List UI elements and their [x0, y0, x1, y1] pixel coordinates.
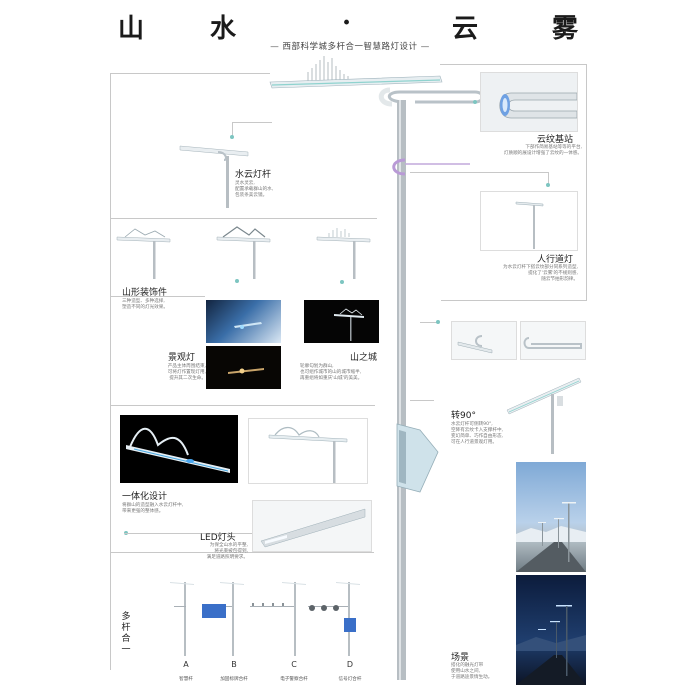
- title-char: 山: [118, 14, 145, 44]
- scene-photo-night: [516, 575, 586, 685]
- frame-left: [110, 73, 111, 670]
- pole-letter-a: A: [183, 660, 189, 669]
- integrated-design-render: [248, 418, 368, 484]
- pole-name-c: 电子警察合杆: [280, 677, 308, 682]
- connector-dot: [546, 183, 550, 187]
- connector-dot: [436, 320, 440, 324]
- divider-3: [110, 405, 375, 406]
- connector-dot: [340, 280, 344, 284]
- rotate-desc: 水云灯杆可侧转90°, 空降有云纹卡入支撑杆中, 变幻简单、巧作自由形态, 可在…: [451, 422, 503, 445]
- cloud-station-image: [480, 72, 578, 132]
- led-head-desc: 为保全山水的平整, 将光束被包得到, 满足道路照明要求。: [206, 543, 248, 560]
- cloud-station-label: 云纹基站: [537, 135, 574, 145]
- mountain-ornament-label: 山形装饰件: [122, 288, 168, 298]
- main-pole-graphic: [269, 56, 484, 680]
- mountain-city-desc: 轮廓勾划为群山, 也可组作城市的山的城市缩半, 再重组将如重庆'山城'的美美。: [300, 364, 363, 381]
- pole-letter-d: D: [346, 660, 354, 669]
- title-char: ·: [342, 8, 352, 38]
- pole-name-b: 加固标牌合杆: [220, 677, 248, 682]
- divider-4: [110, 552, 374, 553]
- mountain-city-label: 山之城: [350, 353, 378, 363]
- integrated-design-label: 一体化设计: [122, 492, 168, 502]
- rotate-pole-image: [506, 377, 582, 454]
- title-char: 水: [210, 14, 237, 44]
- pole-name-a: 智慧杆: [179, 677, 193, 682]
- rotate-detail-1: [451, 321, 517, 360]
- rotate-detail-2: [520, 321, 586, 360]
- pedestrian-lamp-label: 人行道灯: [537, 255, 574, 265]
- frame-top-right: [440, 64, 586, 65]
- landscape-lamp-desc: 产品主体周围结束, 可将灯作置现灯用, 提升其二次生命。: [167, 364, 206, 381]
- frame-right: [586, 64, 587, 300]
- page-subtitle: — 西部科学城多杆合一智慧路灯设计 —: [270, 42, 430, 52]
- landscape-lamp-label: 景观灯: [168, 353, 196, 363]
- mountain-city-photo: [304, 300, 379, 343]
- integrated-design-desc: 将群山的造型融入水云灯杆中, 带来更强的整体感。: [122, 503, 184, 514]
- integrated-design-photo: [120, 415, 238, 483]
- pedestrian-lamp-desc: 为水云灯杆下搭云纹部分同系列造型, 提化了'云雾'的不规则感, 随云节拍形韵律。: [503, 265, 578, 282]
- mountain-ornament-variants: [116, 226, 371, 279]
- mountain-ornament-desc: 三种造型、多种选择, 塑造不同的灯光效果。: [122, 299, 168, 310]
- connector-dot: [235, 279, 239, 283]
- led-head-render: [252, 500, 372, 552]
- landscape-lamp-photo-2: [206, 346, 281, 389]
- connector-dot: [230, 135, 234, 139]
- water-cloud-pole-desc: 灵水灵云, 配置承载群山的水, 包装条美云镜。: [235, 181, 274, 198]
- frame-right-bottom: [441, 300, 587, 301]
- rotate-label: 转90°: [451, 411, 476, 421]
- pole-letter-b: B: [231, 660, 237, 669]
- pedestrian-lamp-image: [480, 191, 578, 251]
- multi-pole-label: 多杆合一: [121, 612, 131, 655]
- connector-dot: [473, 100, 477, 104]
- pole-letter-c: C: [291, 660, 297, 669]
- landscape-lamp-photo: [206, 300, 281, 343]
- title-char: 云: [452, 14, 479, 44]
- led-head-label: LED灯头: [200, 533, 236, 543]
- multi-pole-lineup: [170, 582, 360, 656]
- frame-top-left: [110, 73, 270, 74]
- scene-label: 场景: [451, 653, 470, 663]
- water-cloud-pole-image: [179, 145, 249, 208]
- divider-2: [110, 296, 205, 297]
- divider-1: [110, 218, 377, 219]
- water-cloud-pole-label: 水云灯杆: [235, 170, 272, 180]
- title-char: 雾: [552, 14, 579, 44]
- pole-name-d: 信号灯合杆: [338, 677, 362, 682]
- scene-desc: 搭化的融光灯带 使用山水之间, 于道路途景情生动。: [451, 663, 493, 680]
- scene-photo-day: [516, 462, 586, 572]
- cloud-station-desc: 下部作简易基站等等的平台, 灯质顺的展设计增强了云纹的一体感。: [503, 145, 582, 156]
